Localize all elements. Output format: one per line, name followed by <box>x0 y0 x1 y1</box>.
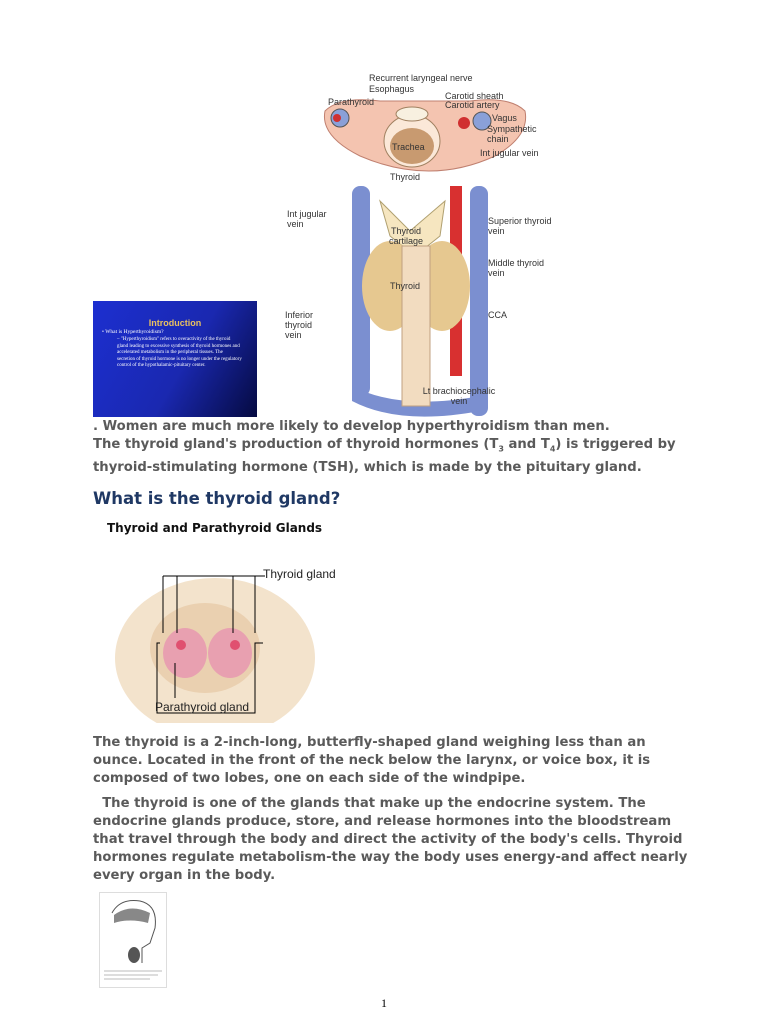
neck-drawing <box>115 575 315 723</box>
label-parathyroid-gland: Parathyroid gland <box>155 700 250 714</box>
label-recurrent-laryngeal-nerve: Recurrent laryngeal nerve <box>369 73 473 83</box>
paragraph-tsh: The thyroid gland's production of thyroi… <box>93 436 693 477</box>
slide-title: Introduction <box>148 318 202 328</box>
label-int-jugular-vein-left: Int jugular vein <box>287 209 327 229</box>
figure-title: Thyroid and Parathyroid Glands <box>107 521 323 535</box>
text-part: The thyroid gland's production of thyroi… <box>93 437 499 452</box>
text-part: and T <box>503 437 550 452</box>
slide-subtext: – "Hyperthyroidism" refers to overactivi… <box>117 337 242 369</box>
paragraph-women: . Women are much more likely to develop … <box>93 419 610 434</box>
label-int-jugular-vein: Int jugular vein <box>480 148 539 158</box>
slide-bullet: • What is Hyperthyroidism? <box>102 329 164 335</box>
introduction-slide-image: Introduction • What is Hyperthyroidism? … <box>93 301 257 417</box>
label-parathyroid: Parathyroid <box>328 97 375 107</box>
label-carotid-artery: Carotid artery <box>445 100 500 110</box>
anatomy-drawing <box>323 99 527 417</box>
text-part: ) is triggered by thyroid-stimulating ho… <box>93 437 676 475</box>
label-carotid-sheath: Carotid sheath <box>445 91 504 101</box>
label-sympathetic-chain: Sympathetic chain <box>487 124 537 144</box>
label-thyroid: Thyroid <box>390 172 421 182</box>
page-number: 1 <box>381 996 387 1010</box>
label-inferior-thyroid-vein: Inferior thyroid vein <box>285 310 314 340</box>
section-heading: What is the thyroid gland? <box>93 489 341 508</box>
label-esophagus: Esophagus <box>369 84 415 94</box>
label-superior-thyroid-vein: Superior thyroid vein <box>488 216 552 236</box>
paragraph-endocrine-system: The thyroid is one of the glands that ma… <box>93 796 692 883</box>
slide-bullet-text: What is Hyperthyroidism? <box>105 329 164 335</box>
thyroid-parathyroid-figure: Thyroid and Parathyroid Glands Thyroid g… <box>105 518 355 723</box>
label-middle-thyroid-vein: Middle thyroid vein <box>488 258 545 278</box>
paragraph-thyroid-description: The thyroid is a 2-inch-long, butterfly-… <box>93 735 651 786</box>
label-thyroid-gland: Thyroid gland <box>263 567 336 581</box>
label-lt-brachiocephalic-vein: Lt brachiocephalic vein <box>422 386 496 406</box>
head-neck-sketch <box>104 900 162 980</box>
label-cca: CCA <box>488 310 508 320</box>
thyroid-anatomy-figure: Recurrent laryngeal nerve Esophagus Para… <box>280 66 570 431</box>
subscript-3: 3 <box>498 444 504 454</box>
label-vagus: Vagus <box>492 113 517 123</box>
label-thyroid-cartilage: Thyroid cartilage <box>388 226 424 246</box>
pituitary-thyroid-figure <box>99 892 167 988</box>
label-trachea: Trachea <box>392 142 425 152</box>
label-thyroid-lobes: Thyroid <box>390 281 421 291</box>
subscript-4: 4 <box>549 444 556 454</box>
